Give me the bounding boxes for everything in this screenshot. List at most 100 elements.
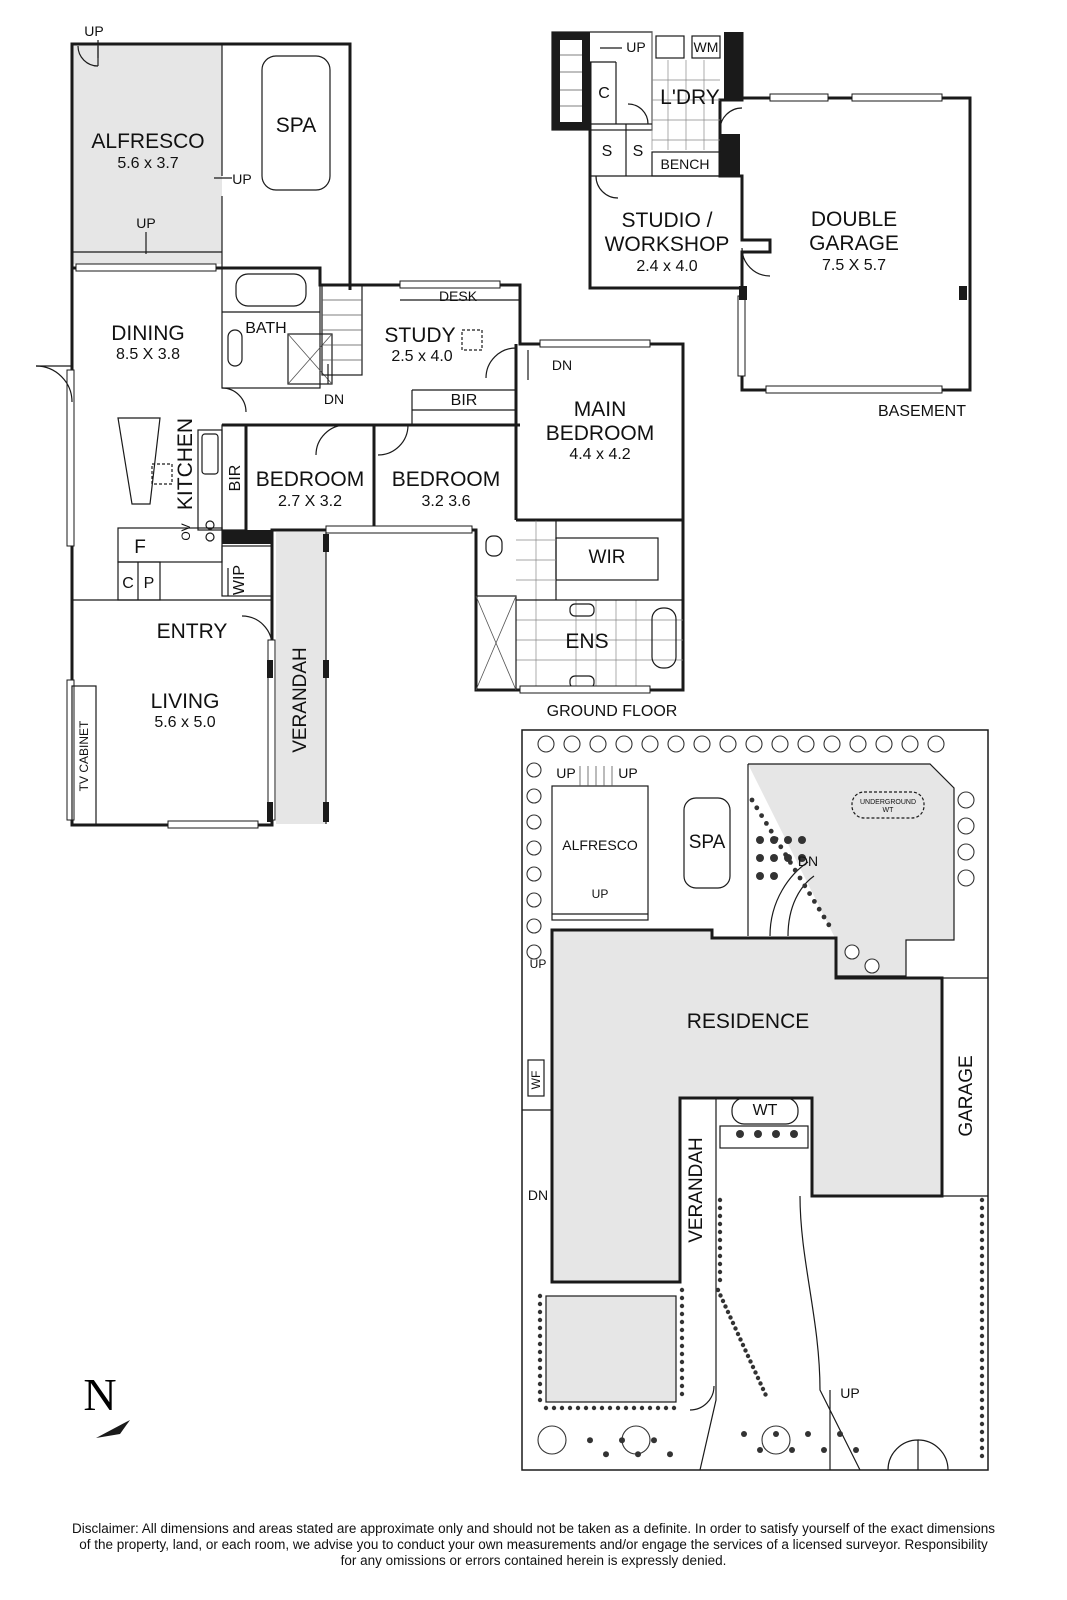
wir-label: WIR [589, 547, 626, 568]
hedge-dot-icon [740, 1342, 746, 1348]
hedge-dot-icon [723, 1304, 728, 1309]
north-arrow: N [83, 1369, 130, 1438]
site-dn-1: DN [798, 853, 818, 869]
spa-label: SPA [276, 114, 316, 137]
hedge-dot-icon [979, 1397, 985, 1403]
hedge-dot-icon [679, 1319, 685, 1325]
bedroom-2-name: BEDROOM [392, 468, 501, 491]
hedge-dot-icon [537, 1293, 543, 1299]
hedge-dot-icon [755, 1375, 761, 1381]
alfresco-floor [72, 44, 222, 264]
gf-up-2: UP [232, 171, 251, 187]
hedge-dot-icon [717, 1277, 723, 1283]
alfresco-wall [70, 42, 352, 290]
underground-wt-1: UNDERGROUND [860, 799, 916, 806]
hedge-dot-icon [647, 1405, 653, 1411]
shrub-icon [771, 735, 789, 753]
cupboard-c-label: C [122, 575, 134, 592]
main-bedroom-name-1: MAIN [574, 398, 627, 421]
hedge-dot-icon [743, 1348, 748, 1353]
hedge-dot-icon [679, 1359, 685, 1365]
shrub-icon [526, 762, 542, 778]
hedge-dot-icon [735, 1331, 741, 1337]
hedge-dot-icon [720, 1298, 726, 1304]
hedge-dot-icon [591, 1405, 597, 1411]
bedroom-1-dims: 2.7 X 3.2 [278, 493, 342, 510]
hedge-dot-icon [717, 1261, 723, 1267]
hedge-dot-icon [717, 1213, 723, 1219]
shrub-icon [719, 735, 737, 753]
hedge-dot-icon [718, 1293, 723, 1298]
bir-label-2: BIR [451, 392, 478, 409]
hedge-dot-icon [753, 1370, 758, 1375]
hedge-dot-icon [679, 1375, 685, 1381]
gf-up-1: UP [84, 23, 103, 39]
hedge-dot-icon [745, 1353, 751, 1359]
hedge-dot-icon [603, 1451, 609, 1458]
underground-wt-2: WT [883, 807, 895, 814]
hedge-dot-icon [679, 1327, 685, 1333]
gf-dn-1: DN [324, 391, 344, 407]
hedge-dot-icon [756, 872, 764, 880]
hedge-dot-icon [537, 1317, 543, 1323]
ground-floor-plan [35, 40, 685, 829]
hedge-dot-icon [770, 854, 778, 862]
hedge-dot-icon [979, 1357, 985, 1363]
hedge-dot-icon [979, 1253, 985, 1259]
hedge-dot-icon [979, 1197, 985, 1203]
hedge-dot-icon [979, 1421, 985, 1427]
study-dims: 2.5 x 4.0 [391, 348, 452, 365]
hedge-dot-icon [979, 1365, 985, 1371]
hedge-dot-icon [853, 1447, 859, 1453]
bedroom-2-dims: 3.2 3.6 [422, 493, 471, 510]
hedge-dot-icon [537, 1389, 543, 1395]
studio-name-1: STUDIO / [621, 209, 712, 232]
hedge-dot-icon [979, 1237, 985, 1243]
hedge-dot-icon [792, 867, 798, 873]
hedge-dot-icon [979, 1389, 985, 1395]
pantry-label: P [144, 575, 155, 592]
hedge-dot-icon [812, 899, 817, 904]
north-letter: N [83, 1369, 116, 1420]
hedge-dot-icon [798, 836, 806, 844]
hedge-dot-icon [778, 844, 784, 850]
shrub-icon [526, 892, 542, 908]
landscaping-shrubs [526, 735, 985, 1459]
disclaimer-line-1: Disclaimer: All dimensions and areas sta… [71, 1521, 995, 1536]
hedge-dot-icon [679, 1343, 685, 1349]
hedge-dot-icon [567, 1405, 573, 1411]
hedge-dot-icon [760, 1386, 766, 1392]
wip-label: WIP [231, 565, 248, 595]
hedge-dot-icon [763, 1392, 768, 1397]
hedge-dot-icon [728, 1315, 733, 1320]
hedge-dot-icon [587, 1437, 593, 1444]
hedge-dot-icon [768, 828, 774, 834]
wf-label: WF [529, 1071, 543, 1090]
hedge-dot-icon [715, 1287, 721, 1293]
site-up-1: UP [556, 765, 575, 781]
gf-up-3: UP [136, 215, 155, 231]
hedge-dot-icon [979, 1453, 985, 1459]
main-bedroom-dims: 4.4 x 4.2 [569, 446, 630, 463]
shrub-icon [526, 918, 542, 934]
hedge-dot-icon [717, 1253, 723, 1259]
bsmt-up: UP [626, 39, 645, 55]
bir-label-1: BIR [227, 465, 244, 492]
hedge-dot-icon [798, 854, 806, 862]
verandah-floor [276, 532, 326, 824]
hedge-dot-icon [607, 1405, 613, 1411]
oven-label: OV [179, 523, 193, 540]
hedge-dot-icon [979, 1413, 985, 1419]
hedge-dot-icon [679, 1295, 685, 1301]
hedge-dot-icon [631, 1405, 637, 1411]
shrub-icon [927, 735, 945, 753]
living-dims: 5.6 x 5.0 [154, 714, 215, 731]
hedge-dot-icon [979, 1309, 985, 1315]
hedge-dot-icon [789, 1447, 795, 1453]
studio-dims: 2.4 x 4.0 [636, 258, 697, 275]
fridge-label: F [134, 537, 146, 558]
alfresco-dims: 5.6 x 3.7 [117, 155, 178, 172]
hedge-dot-icon [979, 1229, 985, 1235]
shrub-icon [615, 735, 633, 753]
hedge-dot-icon [821, 1447, 827, 1453]
